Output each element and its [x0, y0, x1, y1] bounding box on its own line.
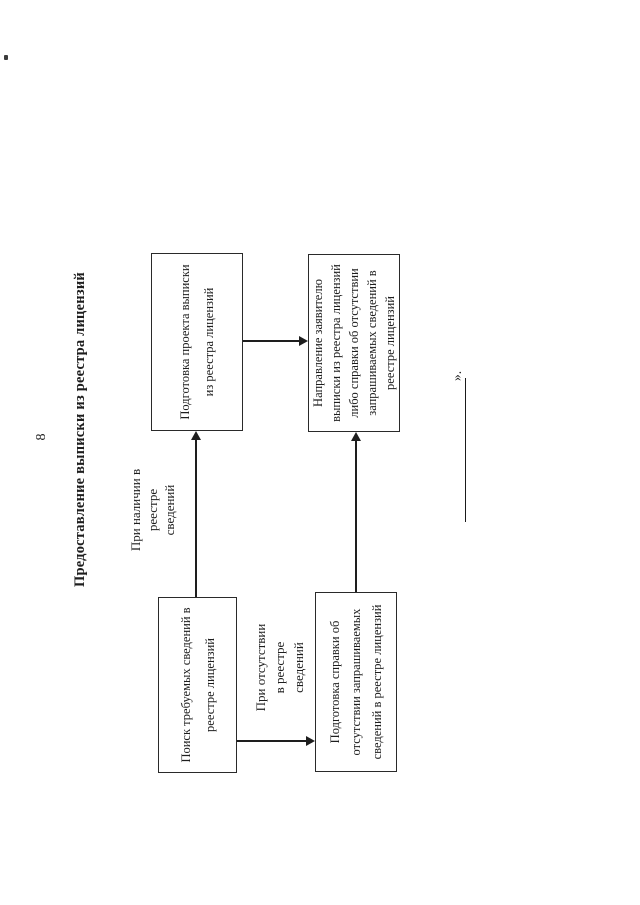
- flow-node-send-to-applicant: Направление заявителю выписки из реестра…: [308, 254, 400, 432]
- edge-label-records-present: При наличии в реестре сведений: [128, 468, 177, 552]
- arrow-search-to-certificate-line: [237, 740, 308, 742]
- arrow-extract-to-send-head-icon: [299, 336, 308, 346]
- arrow-search-to-extract-head-icon: [191, 431, 201, 440]
- flow-node-prepare-extract-text: Подготовка проекта выписки из реестра ли…: [178, 264, 216, 420]
- flow-node-prepare-extract: Подготовка проекта выписки из реестра ли…: [151, 253, 243, 431]
- arrow-search-to-extract-line: [195, 438, 197, 597]
- arrow-search-to-certificate-head-icon: [306, 736, 315, 746]
- flow-node-prepare-certificate: Подготовка справки об отсутствии запраши…: [315, 592, 397, 772]
- scan-artifact-dot: [4, 55, 8, 60]
- arrow-extract-to-send-line: [243, 340, 300, 342]
- arrow-certificate-to-send-head-icon: [351, 432, 361, 441]
- flow-node-prepare-certificate-text: Подготовка справки об отсутствии запраши…: [327, 604, 384, 760]
- edge-label-records-absent: При отсутствии в реестре сведений: [253, 623, 306, 712]
- closing-quote-underline: [465, 378, 467, 522]
- flow-node-search-records: Поиск требуемых сведений в реестре лицен…: [158, 597, 237, 773]
- flowchart-title: Предоставление выписки из реестра лиценз…: [72, 272, 88, 587]
- flow-node-search-records-text: Поиск требуемых сведений в реестре лицен…: [178, 607, 217, 763]
- arrow-certificate-to-send-line: [355, 439, 357, 592]
- flow-node-send-to-applicant-text: Направление заявителю выписки из реестра…: [311, 264, 397, 422]
- closing-quote-mark: ».: [449, 370, 464, 381]
- page-number: 8: [34, 433, 49, 441]
